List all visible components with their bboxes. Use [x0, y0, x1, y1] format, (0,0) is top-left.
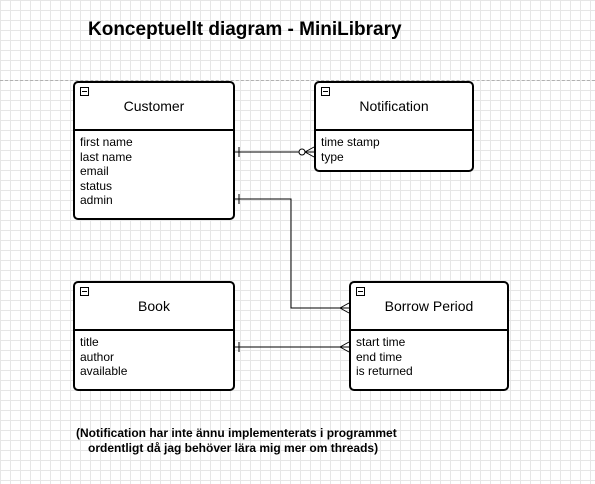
rel-book-borrow-period [235, 341, 350, 353]
attribute: time stamp [321, 135, 380, 149]
attribute-list: first name last name email status admin [75, 131, 233, 208]
collapse-icon[interactable] [80, 287, 89, 296]
attribute: end time [356, 349, 403, 364]
attribute: type [321, 149, 344, 164]
attribute: author [80, 349, 115, 364]
note-line: ordentligt då jag behöver lära mig mer o… [88, 441, 379, 455]
attribute: is returned [356, 364, 413, 378]
entity-book[interactable]: Book title author available [73, 281, 235, 391]
entity-name: Book [75, 283, 233, 331]
attribute: status [80, 178, 113, 193]
rel-customer-notification [235, 146, 315, 158]
attribute: title [80, 335, 99, 349]
implementation-note: (Notification har inte ännu implementera… [76, 426, 397, 456]
attribute: start time [356, 335, 406, 349]
entity-name: Customer [75, 83, 233, 131]
attribute: last name [80, 149, 133, 164]
collapse-icon[interactable] [356, 287, 365, 296]
note-line: (Notification har inte ännu implementera… [76, 426, 397, 440]
attribute: email [80, 164, 109, 178]
attribute-list: time stamp type [316, 131, 472, 164]
page-break-line [0, 80, 595, 81]
entity-borrow-period[interactable]: Borrow Period start time end time is ret… [349, 281, 509, 391]
attribute-list: title author available [75, 331, 233, 379]
entity-name: Borrow Period [351, 283, 507, 331]
attribute: first name [80, 135, 133, 149]
diagram-title: Konceptuellt diagram - MiniLibrary [88, 19, 402, 40]
entity-notification[interactable]: Notification time stamp type [314, 81, 474, 172]
attribute: admin [80, 193, 113, 207]
collapse-icon[interactable] [321, 87, 330, 96]
attribute: available [80, 364, 128, 378]
attribute-list: start time end time is returned [351, 331, 507, 379]
rel-customer-borrow-period [235, 194, 350, 314]
collapse-icon[interactable] [80, 87, 89, 96]
entity-name: Notification [316, 83, 472, 131]
entity-customer[interactable]: Customer first name last name email stat… [73, 81, 235, 220]
